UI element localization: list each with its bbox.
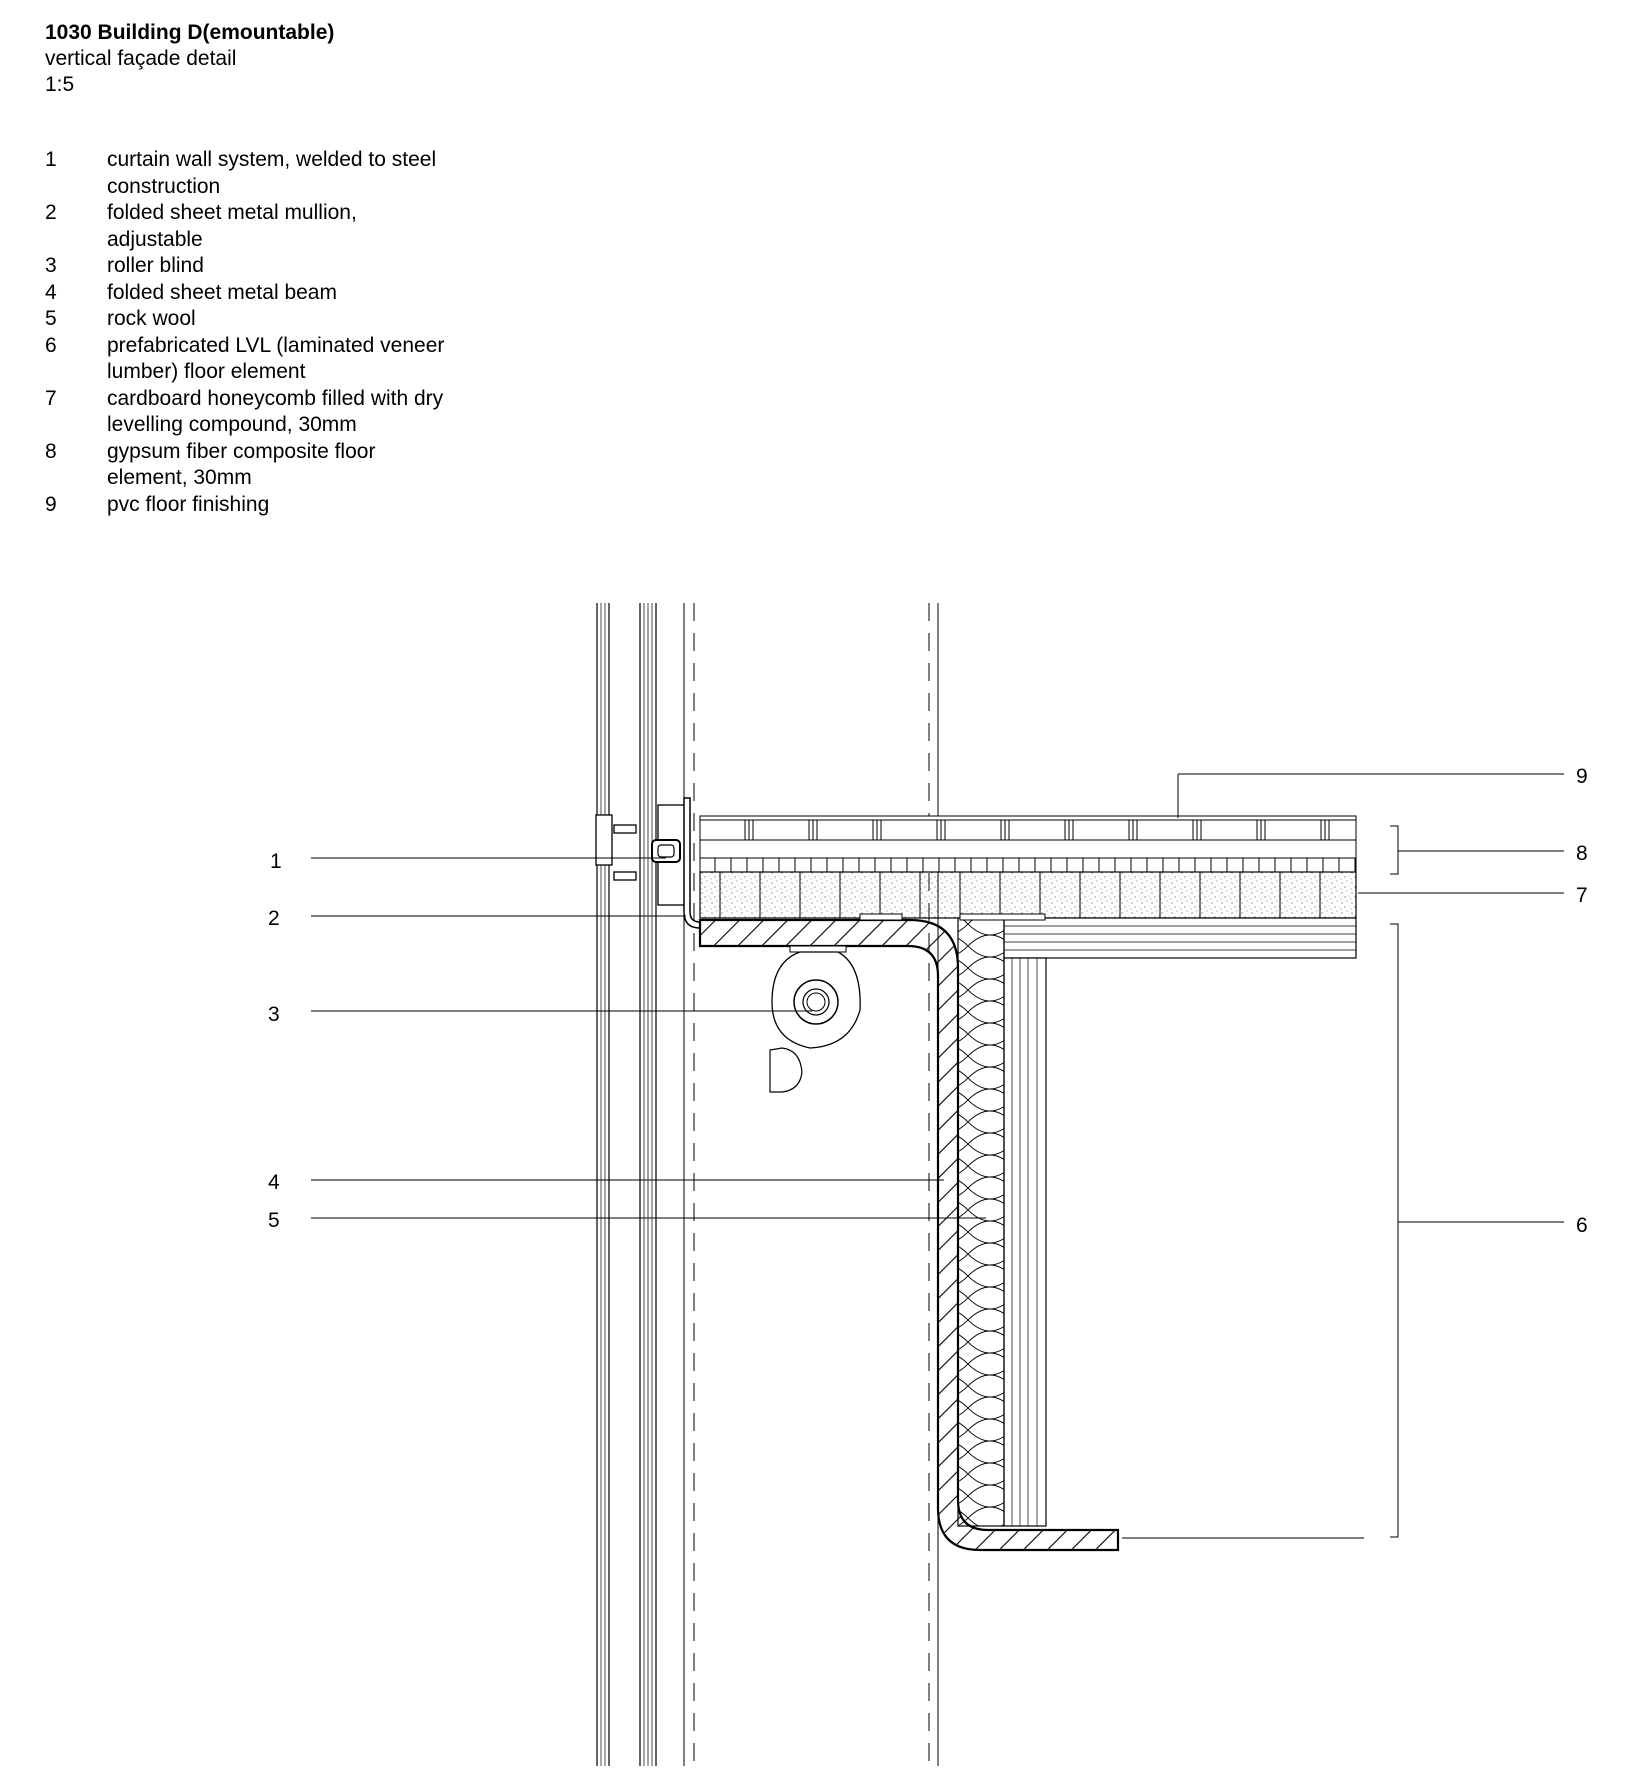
mullion-connection bbox=[595, 797, 701, 929]
callout-3: 3 bbox=[268, 1003, 280, 1026]
floor-finish-layers bbox=[699, 815, 1357, 873]
honeycomb-layer bbox=[699, 871, 1357, 919]
legend-item: 4 folded sheet metal beam bbox=[45, 280, 447, 307]
legend-number: 8 bbox=[45, 439, 57, 463]
legend-number: 1 bbox=[45, 148, 57, 171]
legend-item: 9 pvc floor finishing bbox=[45, 492, 447, 519]
callout-5: 5 bbox=[268, 1209, 280, 1232]
title-block: 1030 Building D(emountable) vertical faç… bbox=[45, 20, 334, 98]
callout-2: 2 bbox=[268, 907, 280, 930]
callout-7: 7 bbox=[1576, 884, 1588, 907]
leader-lines bbox=[311, 773, 1564, 1539]
legend-number: 2 bbox=[45, 201, 57, 224]
legend-number: 9 bbox=[45, 492, 57, 516]
legend-item: 1 curtain wall system, welded to steel c… bbox=[45, 147, 447, 200]
legend-number: 4 bbox=[45, 280, 57, 304]
legend-text: curtain wall system, welded to steel con… bbox=[107, 148, 437, 198]
drawing-title: 1030 Building D(emountable) bbox=[45, 21, 335, 44]
legend-item: 5 rock wool bbox=[45, 306, 447, 333]
legend-text: prefabricated LVL (laminated veneer lumb… bbox=[107, 333, 445, 384]
curtain-wall-glazing bbox=[596, 603, 657, 1766]
legend-number: 5 bbox=[45, 307, 57, 330]
legend: 1 curtain wall system, welded to steel c… bbox=[45, 147, 447, 518]
gypsum-layer-pattern bbox=[714, 820, 1356, 872]
legend-text: pvc floor finishing bbox=[107, 492, 270, 516]
drawing-scale: 1:5 bbox=[45, 73, 75, 96]
legend-item: 7 cardboard honeycomb filled with dry le… bbox=[45, 386, 447, 439]
legend-text: rock wool bbox=[107, 307, 196, 330]
legend-item: 2 folded sheet metal mullion, adjustable bbox=[45, 200, 447, 253]
legend-text: cardboard honeycomb filled with dry leve… bbox=[107, 386, 444, 437]
reference-lines bbox=[683, 603, 939, 1766]
roller-blind bbox=[769, 945, 861, 1093]
callout-1: 1 bbox=[270, 850, 282, 873]
legend-item: 3 roller blind bbox=[45, 253, 447, 280]
callout-6: 6 bbox=[1576, 1214, 1588, 1237]
legend-number: 7 bbox=[45, 386, 57, 410]
callout-9: 9 bbox=[1576, 765, 1588, 788]
legend-text: folded sheet metal mullion, adjustable bbox=[107, 201, 357, 251]
legend-item: 8 gypsum fiber composite floor element, … bbox=[45, 439, 447, 492]
legend-text: roller blind bbox=[107, 254, 204, 277]
folded-sheet-metal-beam bbox=[698, 918, 1120, 1552]
callout-4: 4 bbox=[268, 1171, 280, 1194]
beam-spacer bbox=[959, 913, 1046, 921]
rock-wool bbox=[957, 917, 1005, 1527]
legend-number: 3 bbox=[45, 254, 57, 277]
lvl-floor-element bbox=[1003, 917, 1357, 1527]
legend-text: gypsum fiber composite floor element, 30… bbox=[107, 439, 376, 490]
beam-spacer bbox=[859, 913, 903, 921]
legend-text: folded sheet metal beam bbox=[107, 280, 337, 304]
drawing-subtitle: vertical façade detail bbox=[45, 47, 237, 70]
legend-item: 6 prefabricated LVL (laminated veneer lu… bbox=[45, 333, 447, 386]
callout-8: 8 bbox=[1576, 842, 1588, 865]
honeycomb-cells bbox=[719, 872, 1321, 918]
legend-number: 6 bbox=[45, 333, 57, 357]
